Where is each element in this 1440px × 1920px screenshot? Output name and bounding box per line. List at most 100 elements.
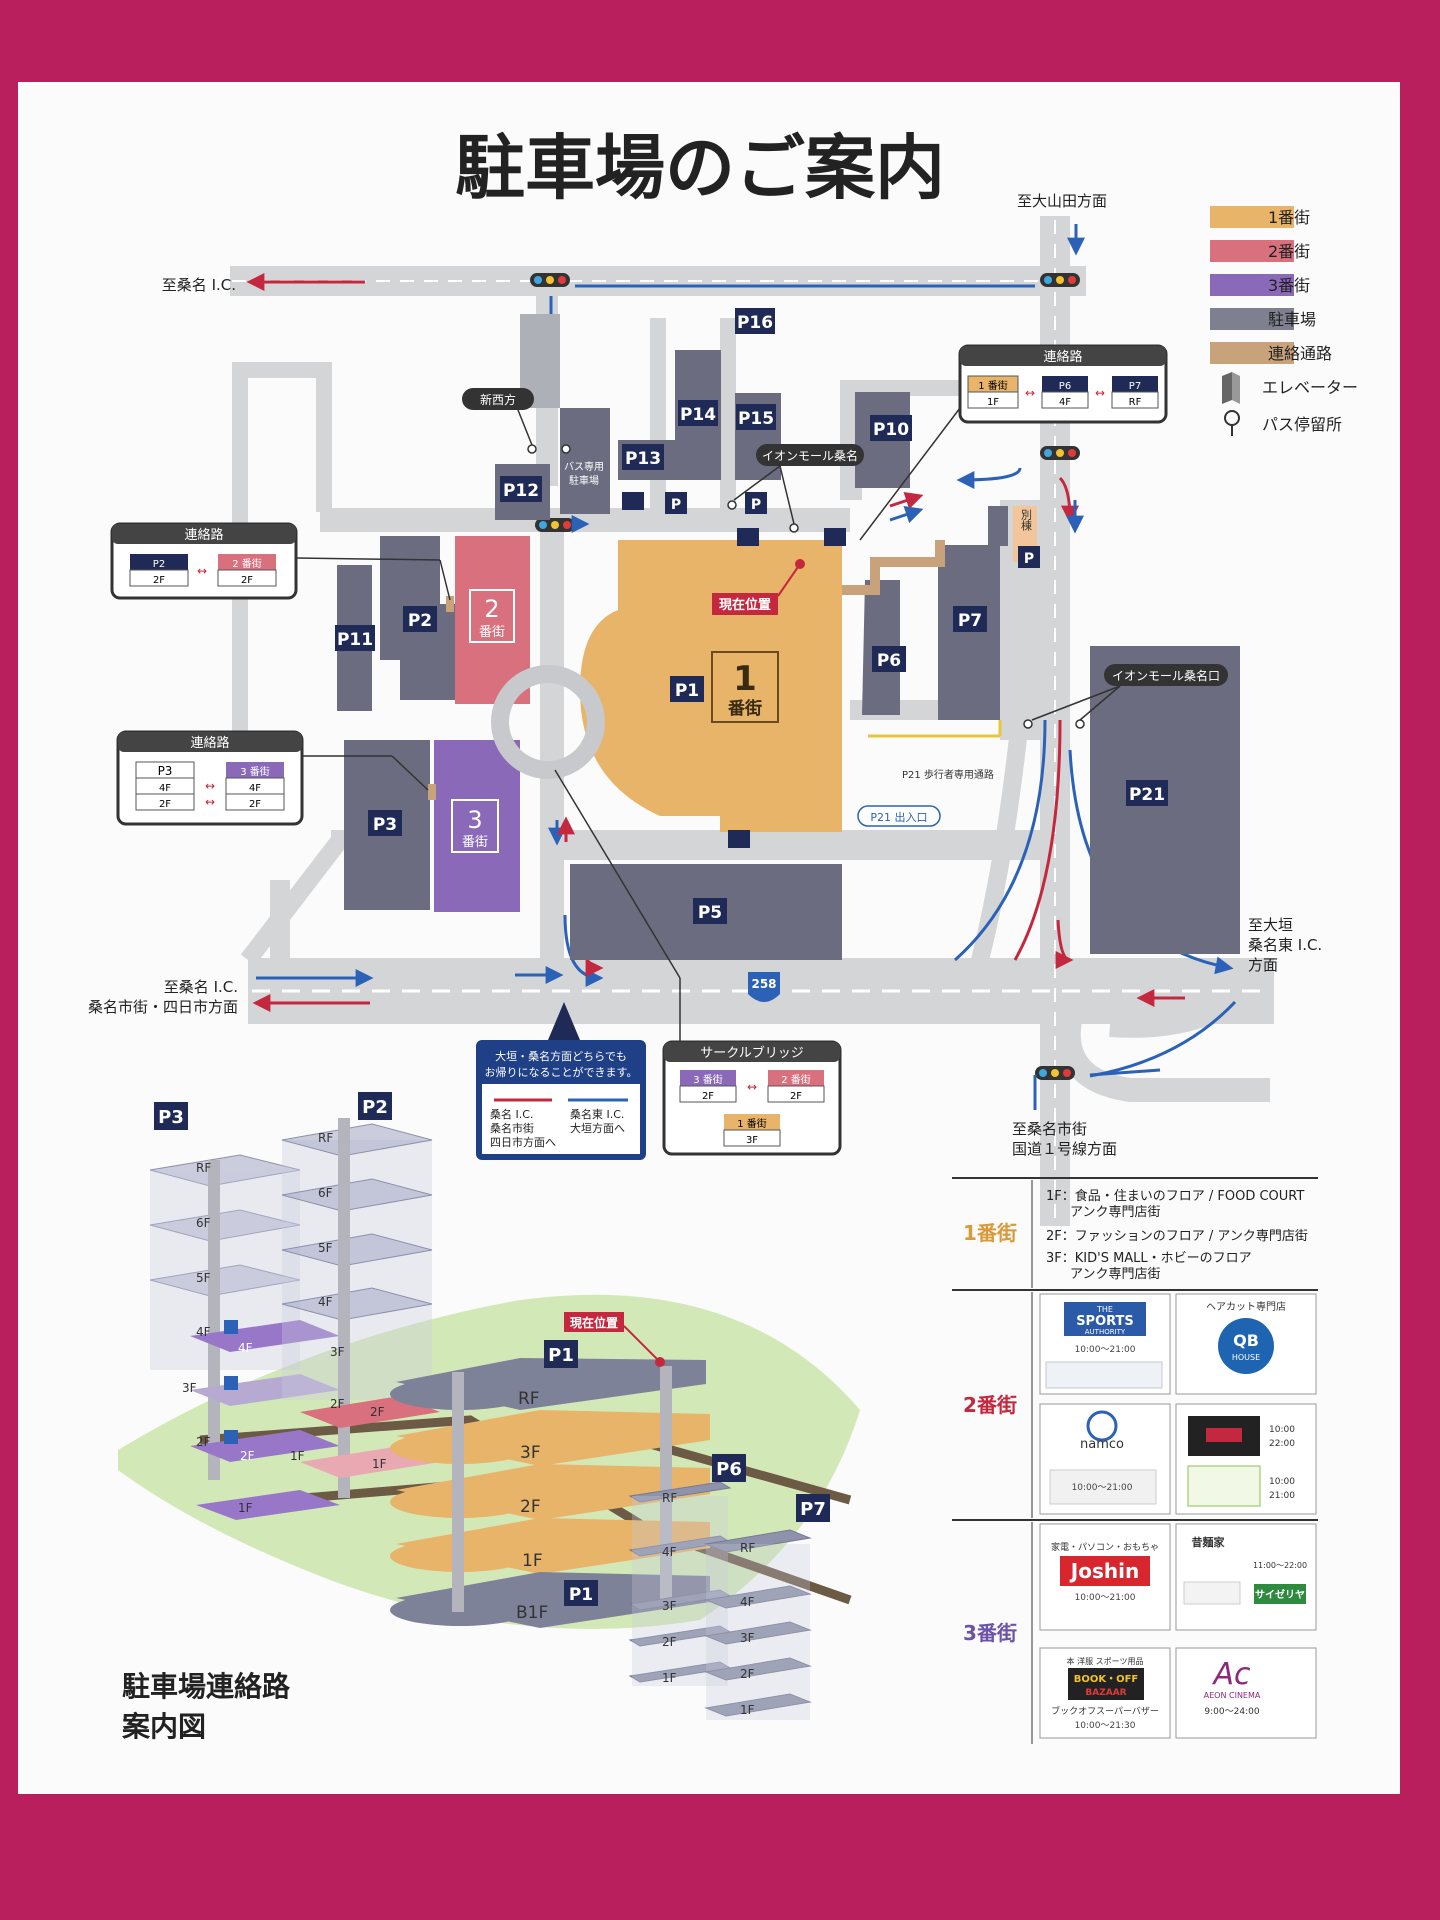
iso-p3-label: P3 <box>158 1107 184 1128</box>
svg-text:2F: 2F <box>196 1435 211 1449</box>
svg-text:1F: 1F <box>987 397 999 408</box>
svg-text:10:00～21:30: 10:00～21:30 <box>1075 1721 1136 1731</box>
svg-text:↔: ↔ <box>205 795 215 809</box>
svg-text:10:00～21:00: 10:00～21:00 <box>1072 1483 1133 1493</box>
svg-text:P: P <box>751 497 761 513</box>
svg-text:2F: 2F <box>370 1405 385 1419</box>
svg-text:10:00～21:00: 10:00～21:00 <box>1075 1345 1136 1355</box>
bicycle-parking-icon <box>622 492 846 848</box>
p13-label: P13 <box>625 449 661 469</box>
namco-logo <box>1086 1410 1118 1442</box>
svg-text:3F: 3F <box>662 1599 677 1613</box>
svg-text:10:00: 10:00 <box>1269 1477 1295 1487</box>
svg-text:4F: 4F <box>318 1295 333 1309</box>
current-location-label: 現在位置 <box>719 597 771 613</box>
dir-east-1: 至大垣 <box>1248 916 1293 934</box>
svg-text:RF: RF <box>662 1491 677 1505</box>
svg-text:アンク専門店街: アンク専門店街 <box>1070 1205 1160 1220</box>
iso-title-1: 駐車場連絡路 <box>122 1670 291 1703</box>
svg-text:1F: 1F <box>662 1671 677 1685</box>
svg-text:3F: 3F <box>740 1631 755 1645</box>
route-258-shield <box>748 972 780 1002</box>
svg-text:namco: namco <box>1080 1437 1124 1452</box>
svg-text:9:00～24:00: 9:00～24:00 <box>1204 1707 1259 1717</box>
return-route-note: 大垣・桑名方面どちらでも お帰りになることができます。 桑名 I.C. 桑名市街… <box>476 1002 646 1160</box>
bldg3-label: 番街 <box>462 835 488 850</box>
svg-text:RF: RF <box>1129 397 1142 408</box>
svg-text:連絡路: 連絡路 <box>190 735 229 751</box>
svg-text:4F: 4F <box>238 1341 253 1355</box>
svg-text:3F: 3F <box>746 1135 758 1146</box>
svg-text:B1F: B1F <box>516 1603 548 1623</box>
svg-text:サークルブリッジ: サークルブリッジ <box>700 1045 804 1061</box>
aeon-kuwana-label: イオンモール桑名 <box>762 448 858 463</box>
svg-text:大垣・桑名方面どちらでも: 大垣・桑名方面どちらでも <box>495 1049 627 1063</box>
svg-text:P: P <box>1024 551 1034 567</box>
iso-p1-b1-label: P1 <box>569 1585 593 1605</box>
svg-text:P2: P2 <box>153 559 165 570</box>
joshin-logo <box>1060 1556 1150 1586</box>
svg-text:1F：食品・住まいのフロア / FOOD COURT: 1F：食品・住まいのフロア / FOOD COURT <box>1046 1188 1304 1204</box>
svg-text:2F: 2F <box>662 1635 677 1649</box>
svg-text:大垣方面へ: 大垣方面へ <box>570 1121 625 1135</box>
svg-text:2F: 2F <box>240 1449 255 1463</box>
dir-south-1: 至桑名市街 <box>1012 1120 1087 1138</box>
svg-text:5F: 5F <box>196 1271 211 1285</box>
p11-label: P11 <box>337 630 373 650</box>
bldg3-number: 3 <box>467 806 482 834</box>
legend-label-2: 2番街 <box>1268 242 1310 261</box>
svg-text:RF: RF <box>518 1389 540 1409</box>
svg-text:2F：ファッションのフロア / アンク専門店街: 2F：ファッションのフロア / アンク専門店街 <box>1046 1229 1308 1244</box>
connector-callout-ne: 連絡路 1 番街 1F ↔ P6 4F ↔ P7 RF <box>859 344 1168 541</box>
svg-text:連絡路: 連絡路 <box>184 527 223 543</box>
svg-text:HOUSE: HOUSE <box>1232 1353 1260 1362</box>
svg-text:↔: ↔ <box>1025 386 1035 400</box>
svg-text:↔: ↔ <box>747 1080 757 1094</box>
traffic-light-icon <box>530 273 1080 1080</box>
aeon-cinema-logo: Ac <box>1211 1657 1251 1692</box>
svg-text:2F: 2F <box>241 575 253 586</box>
bus-terminal-label-1: バス専用 <box>564 461 604 473</box>
traffic-flow-arrows <box>246 224 1237 1110</box>
svg-text:お帰りになることができます。: お帰りになることができます。 <box>485 1065 638 1079</box>
svg-text:P3: P3 <box>158 764 173 778</box>
accessible-icon <box>224 1430 238 1444</box>
svg-text:10:00: 10:00 <box>1269 1425 1295 1435</box>
svg-text:4F: 4F <box>662 1545 677 1559</box>
bus-terminal-label-2: 駐車場 <box>569 474 599 487</box>
iso-p6-label: P6 <box>716 1459 742 1480</box>
svg-text:本 洋服 スポーツ用品: 本 洋服 スポーツ用品 <box>1067 1656 1144 1666</box>
accessible-icon <box>224 1376 238 1390</box>
svg-text:BOOK・OFF: BOOK・OFF <box>1074 1674 1139 1685</box>
connector-callout-w2: 連絡路 P3 4F 2F ↔ ↔ 3 番街 4F 2F <box>116 730 429 826</box>
svg-text:6F: 6F <box>196 1216 211 1230</box>
svg-text:21:00: 21:00 <box>1269 1491 1295 1501</box>
svg-text:22:00: 22:00 <box>1269 1439 1295 1449</box>
bldg-3-bangai <box>434 740 520 912</box>
svg-text:3F：KID'S MALL・ホビーのフロア: 3F：KID'S MALL・ホビーのフロア <box>1046 1251 1252 1266</box>
svg-text:4F: 4F <box>159 783 171 794</box>
svg-text:11:00～22:00: 11:00～22:00 <box>1253 1561 1307 1570</box>
svg-text:RF: RF <box>318 1131 333 1145</box>
circle-bridge-callout: サークルブリッジ 3 番街 2F ↔ 2 番街 2F 1 番街 3F <box>554 769 842 1156</box>
svg-text:4F: 4F <box>196 1325 211 1339</box>
svg-text:AUTHORITY: AUTHORITY <box>1085 1328 1126 1336</box>
svg-text:4F: 4F <box>249 783 261 794</box>
parking-lot-labels: P16 P14 P15 P10 P13 P12 P11 P2 P3 P1 P5 … <box>335 308 1168 924</box>
zone3-label: 3番街 <box>963 1621 1017 1645</box>
legend-label-1: 1番街 <box>1268 208 1310 227</box>
svg-text:1F: 1F <box>372 1457 387 1471</box>
p2-label: P2 <box>408 611 432 631</box>
svg-text:家電・パソコン・おもちゃ: 家電・パソコン・おもちゃ <box>1051 1541 1159 1553</box>
legend-label-4: 駐車場 <box>1268 310 1316 329</box>
svg-text:P: P <box>671 497 681 513</box>
svg-text:アンク専門店街: アンク専門店街 <box>1070 1267 1160 1282</box>
store-directory: 1番街 1F：食品・住まいのフロア / FOOD COURT アンク専門店街 2… <box>952 1177 1318 1744</box>
p21-entrance-label: P21 出入口 <box>870 810 927 824</box>
svg-text:サイゼリヤ: サイゼリヤ <box>1255 1588 1305 1601</box>
dir-east-2: 桑名東 I.C. <box>1248 936 1322 954</box>
legend-label-3: 3番街 <box>1268 276 1310 295</box>
p3-label: P3 <box>373 815 397 835</box>
svg-text:↔: ↔ <box>1095 386 1105 400</box>
bldg2-number: 2 <box>484 595 499 623</box>
